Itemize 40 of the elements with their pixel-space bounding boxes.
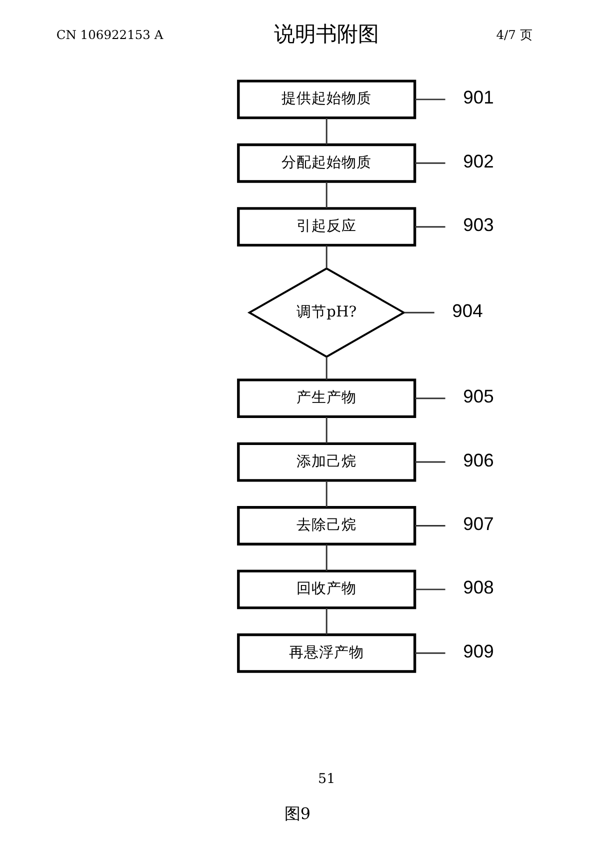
connector (326, 416, 328, 444)
connector (415, 398, 446, 400)
node-box: 引起反应 (237, 207, 416, 247)
connector (404, 312, 434, 314)
connector (415, 98, 446, 100)
node-box: 提供起始物质 (237, 80, 416, 120)
connector (326, 544, 328, 571)
node-text: 909 (463, 640, 494, 662)
node-text: 904 (452, 300, 483, 321)
connector (326, 356, 328, 380)
node-text: 901 (463, 86, 494, 108)
node-text: 907 (463, 513, 494, 534)
label: 51 (318, 770, 336, 787)
node-box: 分配起始物质 (237, 143, 416, 183)
node-diamond: 调节pH? (247, 267, 406, 358)
connector (326, 182, 328, 208)
node-box: 产生产物 (237, 378, 416, 418)
label: 说明书附图 (274, 22, 380, 46)
label: 4/7 页 (496, 28, 532, 42)
connector (326, 118, 328, 145)
connector (415, 652, 446, 654)
node-box: 添加己烷 (237, 442, 416, 482)
node-box: 去除己烷 (237, 506, 416, 546)
caption: 图9 (284, 804, 311, 824)
label: CN 106922153 A (56, 28, 164, 42)
node-text: 902 (463, 150, 494, 172)
node-text: 905 (463, 386, 494, 407)
connector (415, 461, 446, 463)
connector (326, 245, 328, 268)
node-text: 908 (463, 576, 494, 598)
connector (326, 480, 328, 508)
node-box: 回收产物 (237, 570, 416, 610)
node-text: 903 (463, 214, 494, 236)
node-text: 906 (463, 449, 494, 470)
connector (415, 226, 446, 228)
connector (326, 608, 328, 635)
node-box: 再悬浮产物 (237, 633, 416, 673)
connector (415, 588, 446, 590)
connector (415, 162, 446, 164)
connector (415, 525, 446, 526)
